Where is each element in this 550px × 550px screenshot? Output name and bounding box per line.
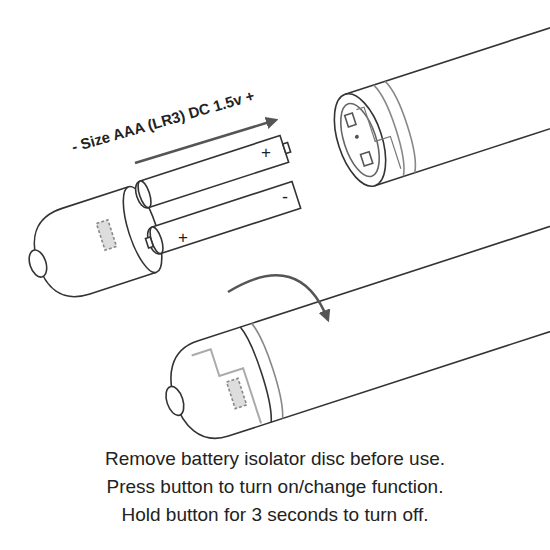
instruction-line: Press button to turn on/change function. xyxy=(107,476,444,498)
vibrator-body xyxy=(324,0,550,192)
polarity-sign: + xyxy=(261,143,271,163)
instruction-line: Remove battery isolator disc before use. xyxy=(105,448,445,470)
twist-arrow xyxy=(228,275,328,320)
instruction-line: Hold button for 3 seconds to turn off. xyxy=(121,504,428,526)
assembled-vibrator xyxy=(152,211,550,451)
battery-spec: - Size AAA (LR3) DC 1.5v + xyxy=(70,87,257,156)
aaa-battery xyxy=(143,182,301,257)
polarity-sign: - xyxy=(282,187,288,208)
polarity-sign: + xyxy=(178,228,188,248)
